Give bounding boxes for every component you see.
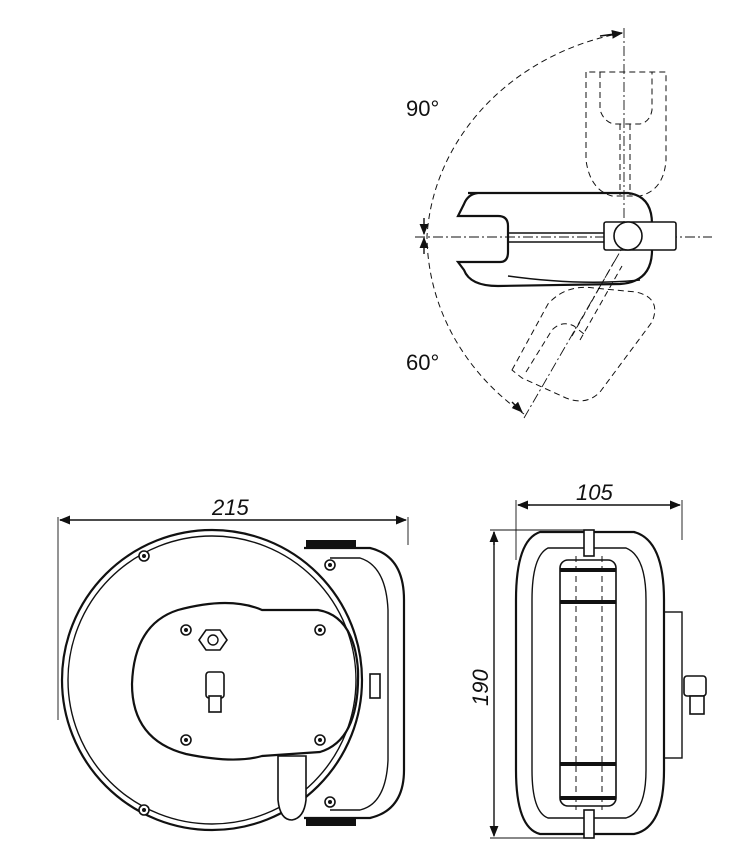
wall-bracket	[304, 546, 406, 820]
cover-plate	[130, 601, 360, 761]
angle-label-60: 60°	[406, 350, 439, 375]
reel-drum	[60, 528, 364, 832]
dimension-width-side: 105	[576, 480, 613, 505]
swivel-top-view: 90° 60°	[406, 28, 712, 419]
hose-outlet	[277, 755, 307, 821]
angle-label-90: 90°	[406, 96, 439, 121]
reel-body-side	[514, 530, 666, 836]
mounting-plate-side	[663, 611, 683, 759]
dimension-width-front: 215	[211, 495, 249, 520]
inner-drum	[559, 559, 617, 807]
center-nut	[198, 629, 228, 651]
hose-fitting	[205, 671, 225, 699]
swivel-pivot	[613, 221, 643, 251]
swivel-angle-arc	[426, 32, 623, 415]
dimension-height-side: 190	[468, 669, 493, 706]
side-view: 105 190	[468, 480, 707, 839]
front-view: 215	[57, 495, 409, 832]
